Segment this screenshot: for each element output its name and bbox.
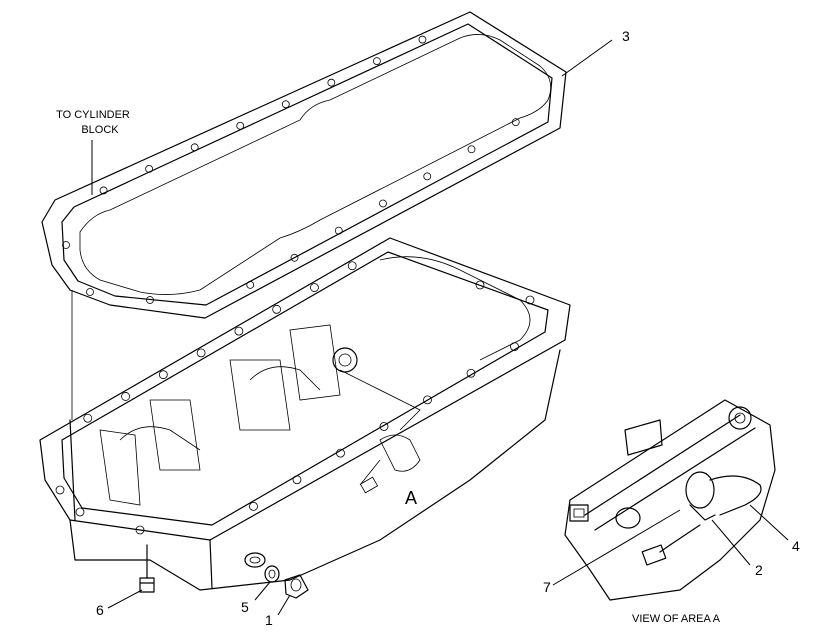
bolt-hole [190,143,199,152]
bolt-hole [475,280,485,290]
detail-view-area-a [564,399,776,601]
bolt-hole [334,226,343,235]
bolt-hole [466,368,476,378]
callout-3: 3 [622,28,630,44]
callout-7: 7 [543,579,551,595]
bolt-hole [290,253,299,262]
callout-1: 1 [265,612,273,628]
bolt-hole [236,121,245,130]
bolt-hole [234,326,244,336]
bolt-hole [372,57,381,66]
callout-6: 6 [96,602,104,618]
bolt-hole [146,296,154,304]
oil-pan-gasket [41,11,567,319]
bolt-hole [196,348,206,358]
bolt-hole [292,475,302,485]
bolt-hole [158,370,168,380]
bolt-hole [86,288,94,296]
bolt-hole [467,145,476,154]
drain-washer [264,565,280,583]
bolt-hole [510,342,519,352]
view-of-area-a-caption: VIEW OF AREA A [632,613,721,625]
bolt-hole [336,448,345,458]
bolt-hole [281,100,290,109]
bolt-hole [310,283,319,292]
bolt-hole [145,164,154,173]
bolt-hole [418,35,427,44]
leader-lines [91,39,789,616]
to-cylinder-block-label: TO CYLINDER [56,109,130,121]
bolt-hole [62,241,70,249]
pan-bolt [139,544,155,593]
bolt-hole [327,78,336,87]
to-cylinder-block-label-line2: BLOCK [81,124,119,136]
callout-5: 5 [241,599,249,615]
bolt-hole [135,525,145,535]
bolt-hole [75,507,85,517]
bolt-hole [99,186,108,195]
bolt-hole [272,304,282,314]
area-a-marker: A [405,488,417,508]
bolt-hole [379,199,387,208]
bolt-hole [423,172,432,181]
bolt-hole [379,422,389,431]
bolt-hole [249,501,258,511]
oil-pan [39,237,571,591]
bolt-hole [246,280,255,289]
bolt-hole [83,413,93,423]
drain-plug [284,574,309,599]
callout-2: 2 [755,562,763,578]
bolt-hole [511,118,520,127]
bolt-hole [423,395,432,405]
bolt-hole [55,485,65,495]
bolt-hole [121,392,130,401]
callout-4: 4 [792,538,800,554]
bolt-hole [525,295,535,305]
bolt-hole [347,261,357,271]
